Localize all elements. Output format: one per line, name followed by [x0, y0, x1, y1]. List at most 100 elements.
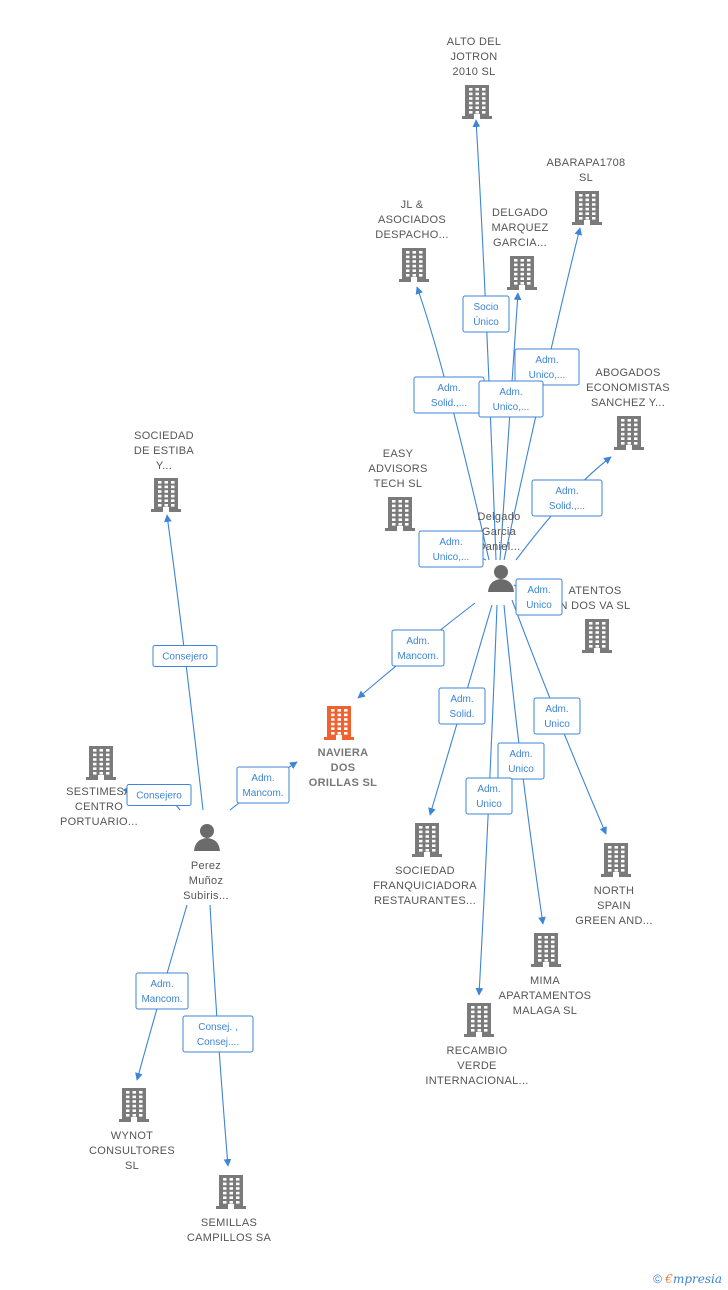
- edge-label-text: Unico: [476, 799, 502, 810]
- building-icon: [324, 706, 354, 740]
- copyright-symbol: ©: [653, 1272, 662, 1286]
- node-label: ECONOMISTAS: [586, 382, 670, 394]
- node-label: RECAMBIO: [446, 1045, 507, 1057]
- node-delgado_marquez[interactable]: DELGADO MARQUEZ GARCIA...: [491, 207, 548, 290]
- edge-label-text: Consej....: [197, 1037, 239, 1048]
- edge-label-e-rec[interactable]: Adm.Unico: [465, 777, 513, 815]
- node-label: SPAIN: [597, 900, 631, 912]
- edge-label-e-abarapa[interactable]: Adm. Unico,...: [514, 348, 580, 386]
- node-recambio[interactable]: RECAMBIO VERDE INTERNACIONAL...: [425, 1003, 528, 1087]
- edge-label-text: Unico,...: [529, 370, 566, 381]
- edge-label-box: [462, 295, 510, 333]
- node-label: Delgado: [477, 511, 520, 523]
- edge-label-box: [418, 530, 484, 568]
- edge-label-e-franq[interactable]: Adm.Solid.: [438, 687, 486, 725]
- node-sestimesa[interactable]: SESTIMESACENTROPORTUARIO...: [60, 746, 138, 828]
- edge-label-text: Consej. ,: [198, 1022, 237, 1033]
- building-icon: [86, 746, 116, 780]
- node-label: ALTO DEL: [447, 36, 502, 48]
- edge-label-e-estiba[interactable]: Consejero: [152, 645, 218, 667]
- node-label: CAMPILLOS SA: [187, 1232, 272, 1244]
- node-label: ABOGADOS: [595, 367, 660, 379]
- node-franquiciadora[interactable]: SOCIEDADFRANQUICIADORARESTAURANTES...: [373, 823, 477, 907]
- edge-label-e-dm[interactable]: Adm.Unico,...: [478, 380, 544, 418]
- edge-label-text: Adm.: [555, 486, 578, 497]
- building-icon: [216, 1175, 246, 1209]
- node-label: SEMILLAS: [201, 1217, 257, 1229]
- node-label: JL &: [401, 199, 424, 211]
- person-icon: [194, 824, 220, 851]
- edge-label-box: [438, 687, 486, 725]
- node-label: Garcia: [482, 526, 517, 538]
- edge-label-e-aten[interactable]: Adm.Unico: [515, 578, 563, 616]
- edge-label-text: Adm.: [251, 773, 274, 784]
- node-perez[interactable]: PerezMuñozSubiris...: [183, 824, 229, 902]
- edge-label-box: [478, 380, 544, 418]
- edge-label-text: Adm.: [439, 537, 462, 548]
- edge-label-box: [391, 629, 445, 667]
- node-label: GARCIA...: [493, 237, 547, 249]
- edge-label-box: [236, 766, 290, 804]
- edge-delgado_person-to-alto: [472, 119, 497, 561]
- node-label: SL: [579, 172, 593, 184]
- edge-label-e-sest[interactable]: Consejero: [126, 784, 192, 806]
- node-label: SESTIMESA: [66, 786, 132, 798]
- edge-label-text: Unico: [508, 764, 534, 775]
- edge-label-e-wynot[interactable]: Adm.Mancom.: [135, 972, 189, 1010]
- node-label: DELGADO: [492, 207, 548, 219]
- edge-label-e-nav1[interactable]: Adm. Mancom.: [391, 629, 445, 667]
- node-label: MARQUEZ: [491, 222, 548, 234]
- node-label: EASY: [383, 448, 414, 460]
- node-semillas[interactable]: SEMILLAS CAMPILLOS SA: [187, 1175, 272, 1244]
- edge-label-e-north[interactable]: Adm.Unico: [533, 697, 581, 735]
- edge-label-text: Único: [473, 315, 499, 328]
- edge-label-e-easy[interactable]: Adm.Unico,...: [418, 530, 484, 568]
- node-sociedad_estiba[interactable]: SOCIEDAD DE ESTIBA Y...: [134, 430, 195, 512]
- edge-label-e-sem[interactable]: Consej. , Consej....: [182, 1015, 254, 1053]
- node-label: ORILLAS SL: [309, 777, 377, 789]
- node-label: NORTH: [594, 885, 634, 897]
- node-delgado_person[interactable]: DelgadoGarciaDaniel...: [477, 511, 520, 592]
- edge-label-text: Adm.: [406, 636, 429, 647]
- node-label: SL: [125, 1160, 139, 1172]
- node-label: DESPACHO...: [375, 229, 448, 241]
- building-icon: [151, 478, 181, 512]
- node-label: ASOCIADOS: [378, 214, 446, 226]
- edge-label-e-nav2[interactable]: Adm. Mancom.: [236, 766, 290, 804]
- node-label: ATENTOS: [568, 585, 621, 597]
- node-label: Y...: [156, 460, 172, 472]
- building-icon: [614, 416, 644, 450]
- edge-label-box: [126, 784, 192, 806]
- edge-label-e-jl[interactable]: Adm.Solid.,...: [413, 376, 485, 414]
- edge-label-text: Mancom.: [397, 651, 438, 662]
- node-label: DE ESTIBA: [134, 445, 195, 457]
- edge-label-box: [533, 697, 581, 735]
- node-jl[interactable]: JL & ASOCIADOS DESPACHO...: [375, 199, 448, 282]
- edge-label-e-abog[interactable]: Adm. Solid.,...: [531, 479, 603, 517]
- edge-label-text: Mancom.: [242, 788, 283, 799]
- edge-label-e-mima[interactable]: Adm. Unico: [497, 742, 545, 780]
- edge-label-text: Solid.,...: [549, 501, 585, 512]
- edge-label-text: Adm.: [499, 387, 522, 398]
- node-label: SOCIEDAD: [134, 430, 194, 442]
- node-label: NAVIERA: [318, 747, 369, 759]
- edge-label-text: Adm.: [535, 355, 558, 366]
- node-label: Subiris...: [183, 890, 229, 902]
- edge-label-text: Solid.: [449, 709, 474, 720]
- node-label: 2010 SL: [452, 66, 495, 78]
- edge-label-text: Adm.: [509, 749, 532, 760]
- node-label: VERDE: [457, 1060, 496, 1072]
- node-label: SOCIEDAD: [395, 865, 455, 877]
- node-label: INTERNACIONAL...: [425, 1075, 528, 1087]
